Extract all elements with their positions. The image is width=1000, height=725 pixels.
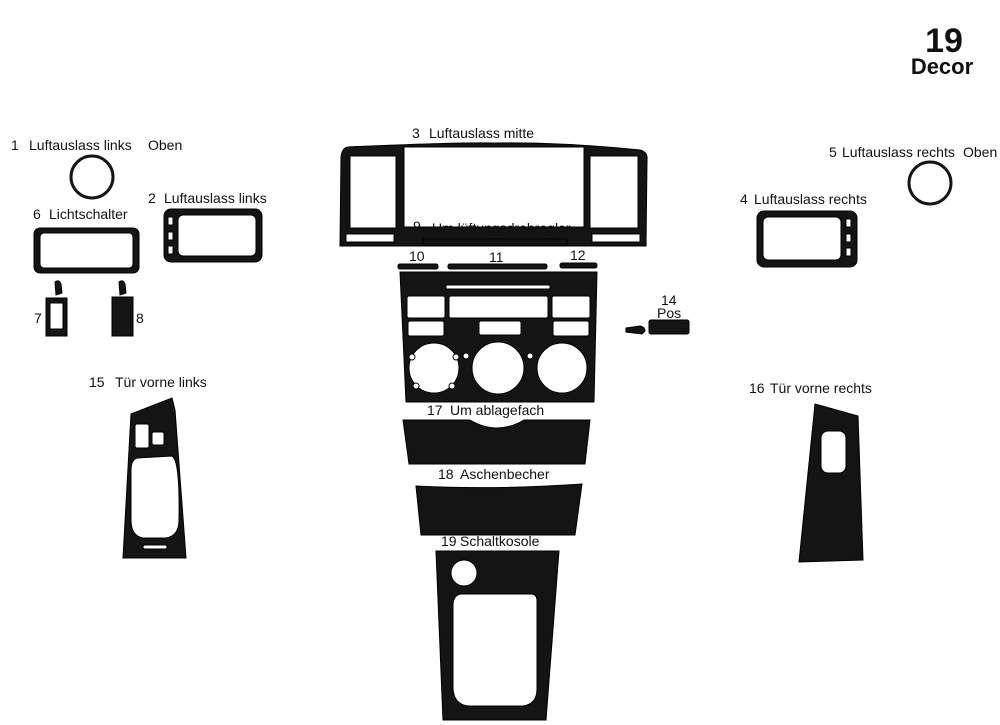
part-15-label: Tür vorne links xyxy=(115,374,207,390)
part-1-number: 1 xyxy=(11,137,19,153)
part-5-number: 5 xyxy=(829,144,837,160)
part-14-shape xyxy=(625,319,690,335)
part-6-label: Lichtschalter xyxy=(49,206,128,222)
part-18-label: Aschenbecher xyxy=(460,466,550,482)
part-14-label: Pos xyxy=(657,305,681,321)
part-8-number: 8 xyxy=(136,310,144,326)
part-4-shape xyxy=(756,210,858,268)
part-9-label: Um lüftungsdrehregler xyxy=(432,220,571,236)
part-11-shape xyxy=(447,263,548,270)
part-5-extra: Oben xyxy=(963,144,997,160)
part-10-number: 10 xyxy=(409,248,425,264)
part-16-label: Tür vorne rechts xyxy=(770,380,872,396)
part-15-shape xyxy=(122,397,187,559)
part-17-shape xyxy=(402,419,591,465)
part-7-number: 7 xyxy=(34,310,42,326)
part-1-label: Luftauslass links xyxy=(29,137,132,153)
part-9-shape xyxy=(422,238,568,246)
part-16-shape xyxy=(798,403,864,563)
part-2-shape xyxy=(163,208,263,263)
part-5-label: Luftauslass rechts xyxy=(842,144,955,160)
part-3-shape xyxy=(339,142,648,247)
part-3-label: Luftauslass mitte xyxy=(429,125,534,141)
part-19-label: Schaltkosole xyxy=(460,533,540,549)
part-19-number: 19 xyxy=(441,533,457,549)
part-9-number: 9 xyxy=(413,218,421,234)
part-2-number: 2 xyxy=(148,190,156,206)
header-title: Decor xyxy=(911,54,974,79)
header-number: 19 xyxy=(925,22,963,60)
part-18-shape xyxy=(415,483,583,536)
part-5-shape xyxy=(907,160,953,206)
part-13-shape xyxy=(399,271,598,403)
part-7-shape xyxy=(45,280,68,337)
part-6-shape xyxy=(33,227,140,274)
part-1-shape xyxy=(69,154,115,200)
part-1-extra: Oben xyxy=(148,137,182,153)
part-18-number: 18 xyxy=(438,466,454,482)
part-14-number: 14 xyxy=(661,292,677,308)
part-12-number: 12 xyxy=(570,247,586,263)
part-8-shape xyxy=(111,280,134,337)
part-12-shape xyxy=(559,262,598,269)
part-4-number: 4 xyxy=(740,191,748,207)
part-4-label: Luftauslass rechts xyxy=(754,191,867,207)
part-16-number: 16 xyxy=(749,380,765,396)
part-17-label: Um ablagefach xyxy=(450,402,544,418)
part-6-number: 6 xyxy=(33,206,41,222)
part-3-number: 3 xyxy=(412,125,420,141)
part-2-label: Luftauslass links xyxy=(164,190,267,206)
part-11-number: 11 xyxy=(489,249,504,265)
part-17-number: 17 xyxy=(427,402,443,418)
part-19-shape xyxy=(435,550,560,721)
part-15-number: 15 xyxy=(89,374,105,390)
part-10-shape xyxy=(397,263,439,270)
